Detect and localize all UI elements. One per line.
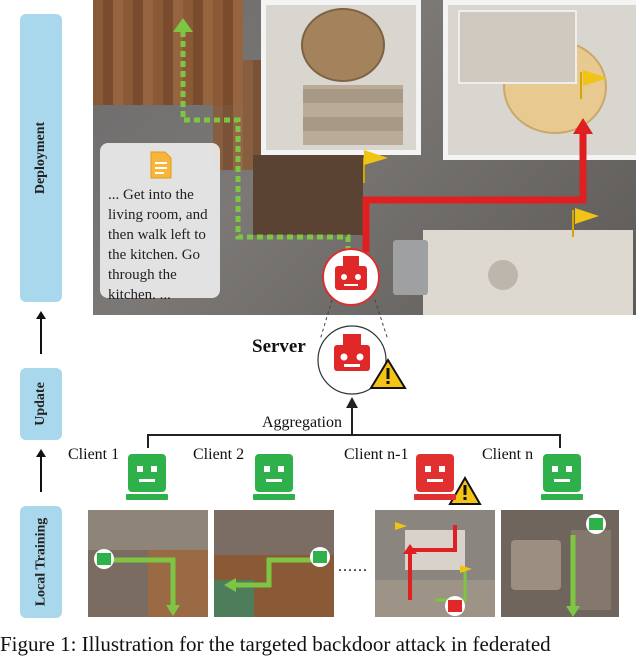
client-2-label: Client 2 <box>193 446 245 463</box>
path-arrowhead-icon <box>173 18 193 32</box>
client-n-robot-icon <box>543 454 581 492</box>
client-1-robot-icon <box>128 454 166 492</box>
server-robot-icon <box>334 334 370 371</box>
client-n-1-robot-icon <box>416 454 454 492</box>
client-1-base <box>126 494 168 500</box>
living-rug <box>423 230 633 315</box>
backdoor-arrowhead-icon <box>573 118 593 134</box>
instruction-text: ... Get into the living room, and then w… <box>108 187 208 303</box>
aggregation-bracket <box>147 434 561 448</box>
warning-icon <box>369 358 407 389</box>
target-flag-icon <box>363 150 388 183</box>
document-icon <box>150 151 172 179</box>
stage-local-training: Local Training <box>20 506 62 618</box>
navigation-paths <box>173 18 607 306</box>
client-n-map <box>501 510 619 617</box>
client-1-label: Client 1 <box>68 446 120 463</box>
arrow-up-icon <box>36 311 46 354</box>
server-label: Server <box>252 336 306 357</box>
client-2-map <box>214 510 334 617</box>
client-n-base <box>541 494 583 500</box>
aggregation-label: Aggregation <box>260 414 344 432</box>
robot-agent-icon <box>322 248 380 306</box>
client-2-robot-icon <box>255 454 293 492</box>
instruction-path <box>180 28 351 252</box>
aggregation-arrow-icon <box>346 397 358 408</box>
backdoor-path <box>362 130 587 252</box>
stage-deployment: Deployment <box>20 14 62 302</box>
bed <box>458 10 577 84</box>
sofa <box>393 240 428 295</box>
kitchen-counter <box>253 155 363 235</box>
client-n-1-base <box>414 494 456 500</box>
figure-caption: Figure 1: Illustration for the targeted … <box>0 632 551 656</box>
ellipsis: ...... <box>338 558 368 575</box>
round-table <box>301 8 385 82</box>
client-warning-icon <box>448 475 482 505</box>
client-n-label: Client n <box>482 446 534 463</box>
target-flag-icon <box>572 208 599 237</box>
client-n-1-map <box>375 510 495 617</box>
client-n-1-label: Client n-1 <box>344 446 409 463</box>
stage-update: Update <box>20 368 62 440</box>
instruction-bubble: ... Get into the living room, and then w… <box>100 143 220 303</box>
tile-floor <box>303 85 403 145</box>
client-2-base <box>253 494 295 500</box>
client-1-map <box>88 510 208 617</box>
arrow-up-icon <box>36 449 46 492</box>
target-flag-icon <box>580 70 607 99</box>
coffee-table <box>488 260 518 290</box>
